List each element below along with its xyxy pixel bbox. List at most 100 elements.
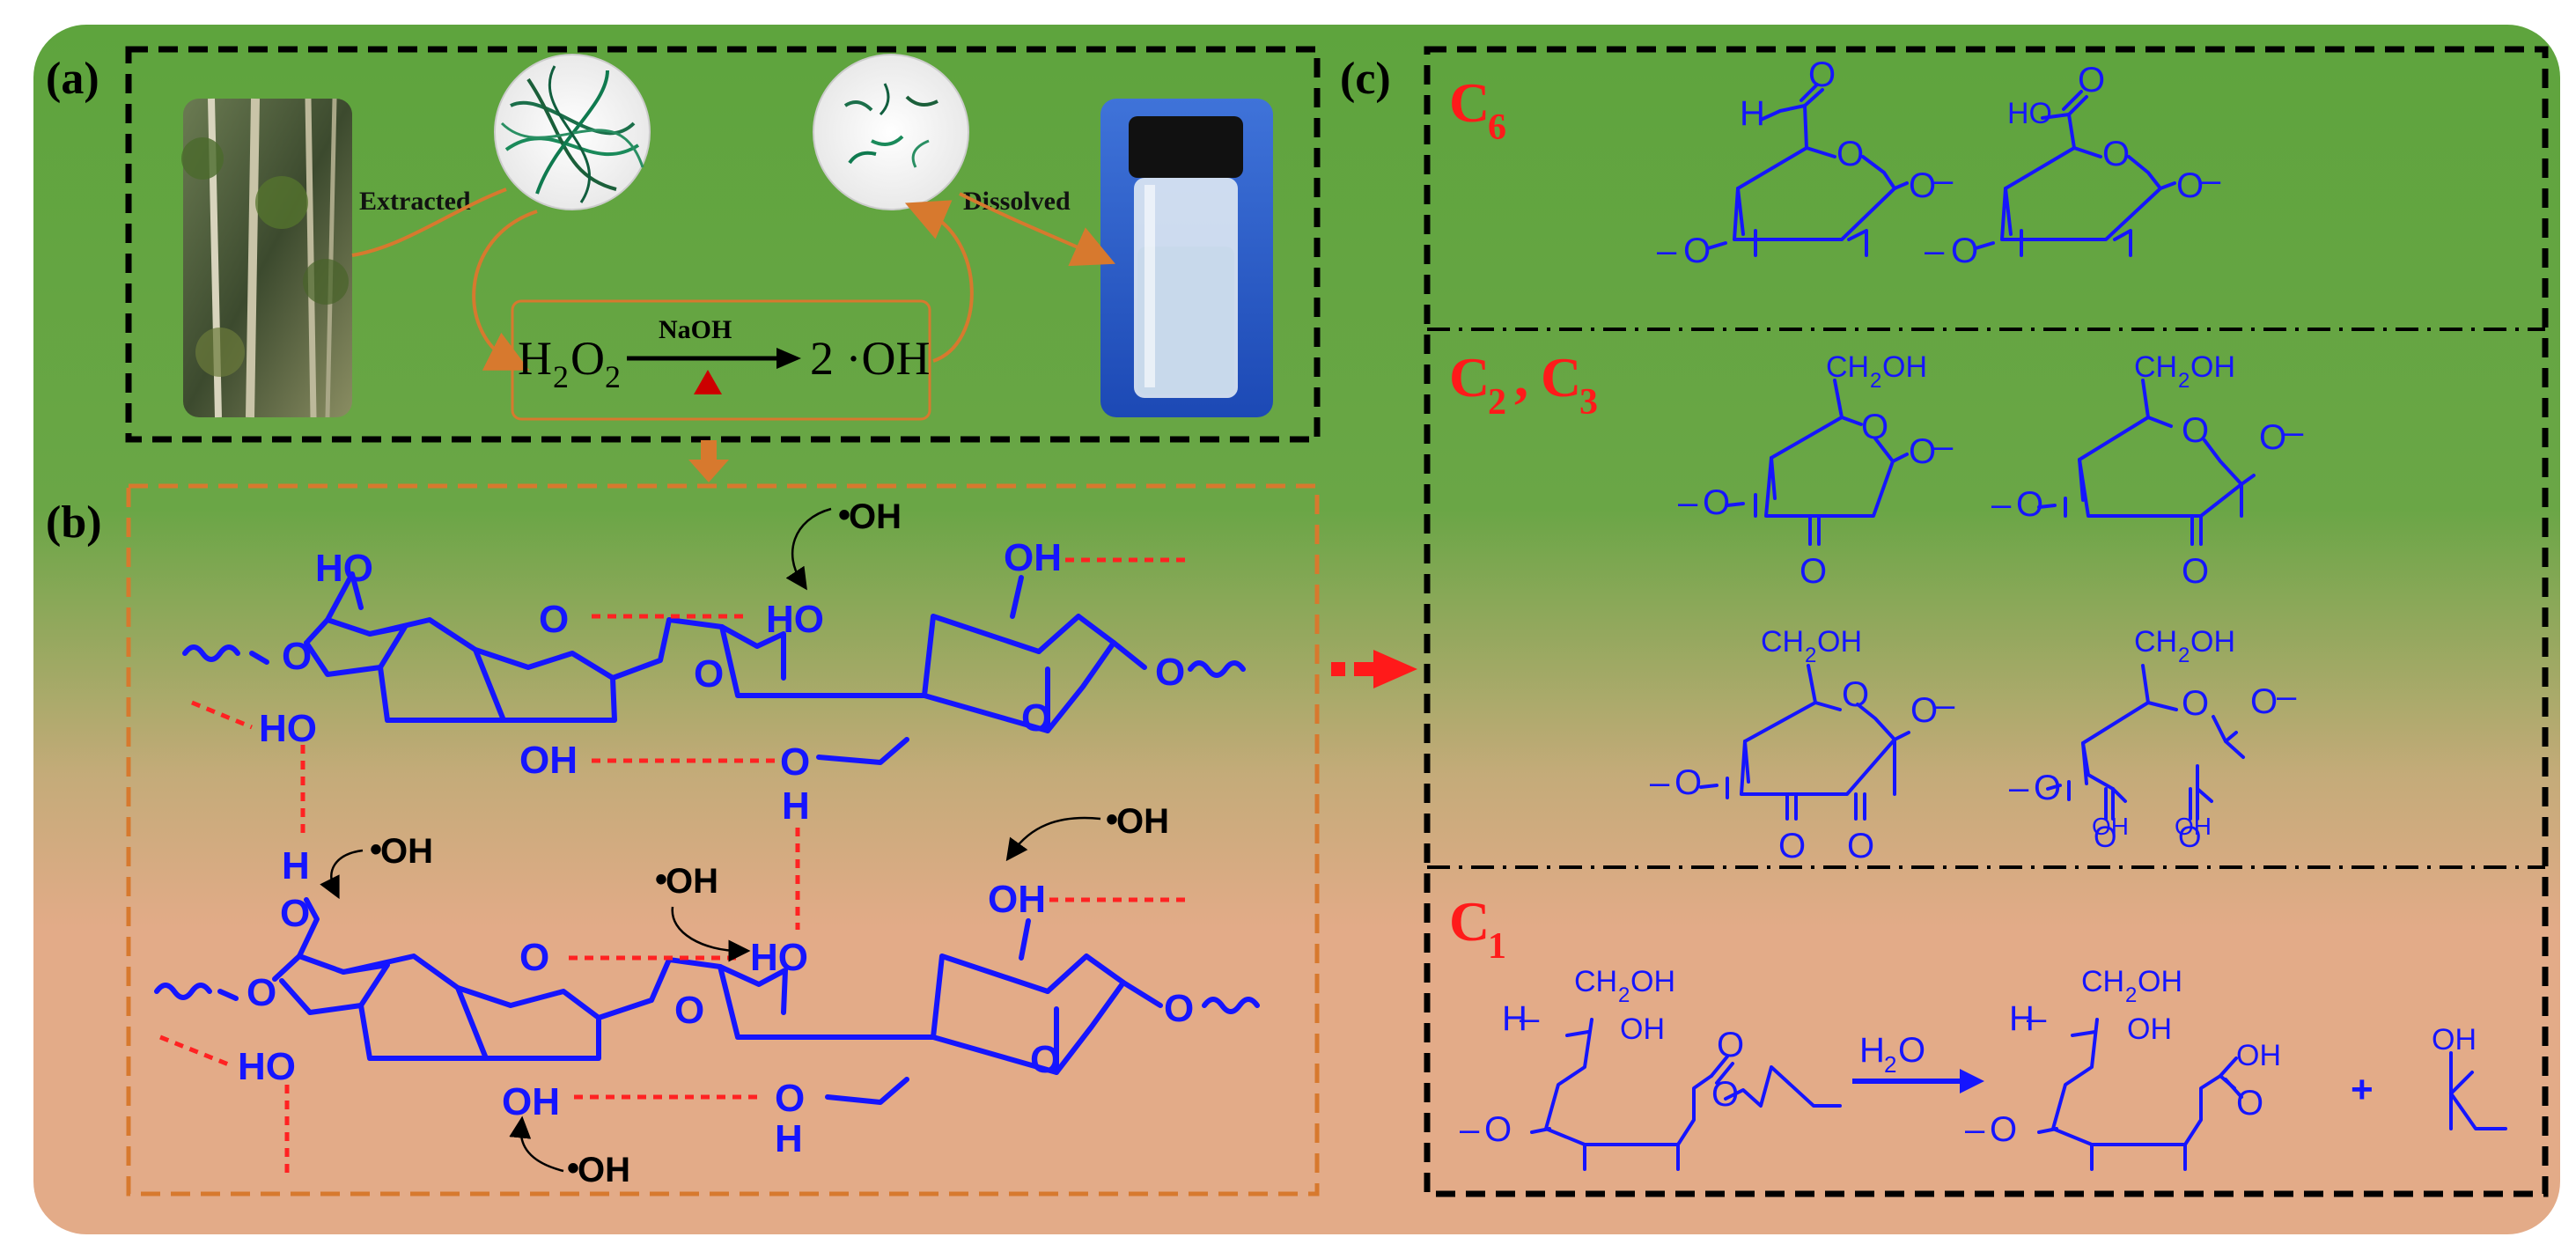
svg-text:C: C [1449,71,1490,134]
c23-dicarboxyl-structure [2046,664,2245,821]
c6b-dash-right: – [2201,161,2221,200]
c23d-oh-1: OH [2092,813,2129,840]
c23b-o-left: O [2016,485,2043,524]
svg-text:C: C [1541,346,1581,409]
radical-1: OH [849,497,902,536]
panel-b-label: (b) [46,497,102,548]
wavy-bond-left-lower [154,983,212,1000]
upper-ho-mid: HO [766,598,824,641]
upper-ho-left: HO [259,707,317,750]
c23b-dash-right: – [2284,413,2304,452]
c6a-h: H [1740,94,1765,133]
lower-ring-o2: O [1030,1038,1060,1081]
c23d-o-left: O [2034,769,2061,807]
fiber-fragments-circle [813,54,969,210]
radical-4-dot: • [1106,800,1118,839]
c1-ester-structure [1530,1018,1842,1171]
catalyst-label: NaOH [659,315,732,344]
radical-4: OH [1116,802,1169,841]
site-label-c1: C 1 [1449,890,1506,967]
c6a-o-top: O [1808,55,1836,94]
c23d-o-2: O [2178,821,2201,854]
lower-h-top: H [282,844,310,887]
vial-photo [1100,99,1273,417]
lower-bridge-o: O [674,989,704,1032]
svg-text:C: C [1449,346,1490,409]
c23a-o-right: O [1909,432,1936,471]
radical-5: OH [578,1151,630,1189]
c23d-o-1: O [2094,821,2116,854]
upper-ring-o2: O [1021,696,1051,740]
c1b-ch2oh: CH [2081,965,2124,998]
c23d-ring-o: O [2182,684,2209,723]
c23d-oh-2: OH [2175,813,2212,840]
c23d-o-right: O [2250,682,2278,721]
c6b-o-right: O [2176,166,2204,205]
c1b-ch2oh-sub: 2 [2125,983,2137,1007]
c6-carboxyl-structure [1974,90,2176,257]
plus-sign: + [2351,1068,2374,1111]
wavy-bond-right-upper [1188,660,1246,678]
wavy-bond-right-lower [1202,997,1260,1014]
c1b-o-left: O [1990,1110,2017,1149]
c6b-ho: HO [2007,97,2052,130]
c23b-ring-o: O [2182,411,2209,450]
svg-text:6: 6 [1488,107,1506,148]
fiber-network-circle [494,54,651,210]
c6a-dash-right: – [1933,161,1954,200]
upper-o-h-bond: O [780,740,810,784]
forest-photo [181,98,352,418]
panel-c-border [1424,46,2549,1197]
lower-h: H [775,1117,803,1160]
c1b-oh: OH [2127,1012,2172,1046]
c23b-ch2oh-sub: 2 [2178,369,2190,393]
c1a-dash-h: – [1520,999,1540,1038]
reactant-sub2: 2 [605,359,621,394]
c23-keto-structure-2 [2037,379,2256,546]
upper-ho-top: HO [315,547,373,590]
c23a-dash-right: – [1933,427,1954,466]
extracted-label: Extracted [359,187,471,216]
c1a-o-ester: O [1711,1075,1739,1114]
radical-2-dot: • [370,830,382,869]
upper-h: H [782,784,810,828]
lower-o-right: O [1164,987,1194,1030]
dissolved-arrow [959,192,1115,267]
svg-text:3: 3 [1579,382,1598,423]
c23a-dash-left: – [1678,483,1698,522]
c23a-ch2oh-sub: 2 [1870,369,1881,393]
h2o-h: H [1859,1031,1885,1070]
c23d-dash-left: – [2009,769,2029,807]
radical-5-dot: • [567,1149,579,1188]
c23c-o-right: O [1910,691,1938,730]
lower-ho-left: HO [238,1045,296,1088]
c23c-o-left: O [1674,763,1702,802]
c6b-dash-left: – [1925,232,1945,270]
c1b-ch2oh-tail: OH [2138,965,2182,998]
upper-o-right: O [1155,651,1185,694]
c23a-o-keto: O [1800,552,1827,591]
extracted-arrow [351,188,507,257]
c23b-ch2oh: CH [2134,350,2177,384]
c6b-o-left: O [1951,232,1978,270]
c23b-ch2oh-tail: OH [2190,350,2235,384]
cellulose-chain-upper [182,571,1246,765]
c23c-ring-o: O [1842,675,1869,714]
c23b-dash-left: – [1991,485,2012,524]
c1-acid-structure [2037,1018,2243,1171]
background-panel [33,25,2560,1234]
c23d-ch2oh: CH [2134,625,2177,659]
c1a-o-left: O [1484,1110,1512,1149]
lower-o-top: O [280,892,310,935]
c23-keto-structure-1 [1726,379,1909,546]
c1a-ch2oh: CH [1574,965,1617,998]
panel-a-label: (a) [46,54,99,104]
site-label-c2-c3: C 2 , C 3 [1449,346,1598,423]
reaction-equation: H 2 O 2 NaOH 2 ·OH [518,315,930,394]
h2o-arrow [1852,1069,1984,1093]
lower-oh-bottom: OH [502,1080,560,1123]
c23c-o-keto2: O [1847,827,1874,865]
reactant-o: O [570,332,605,385]
c1-alcohol-fragment [2449,1051,2507,1130]
c1a-o-keto: O [1717,1026,1744,1064]
